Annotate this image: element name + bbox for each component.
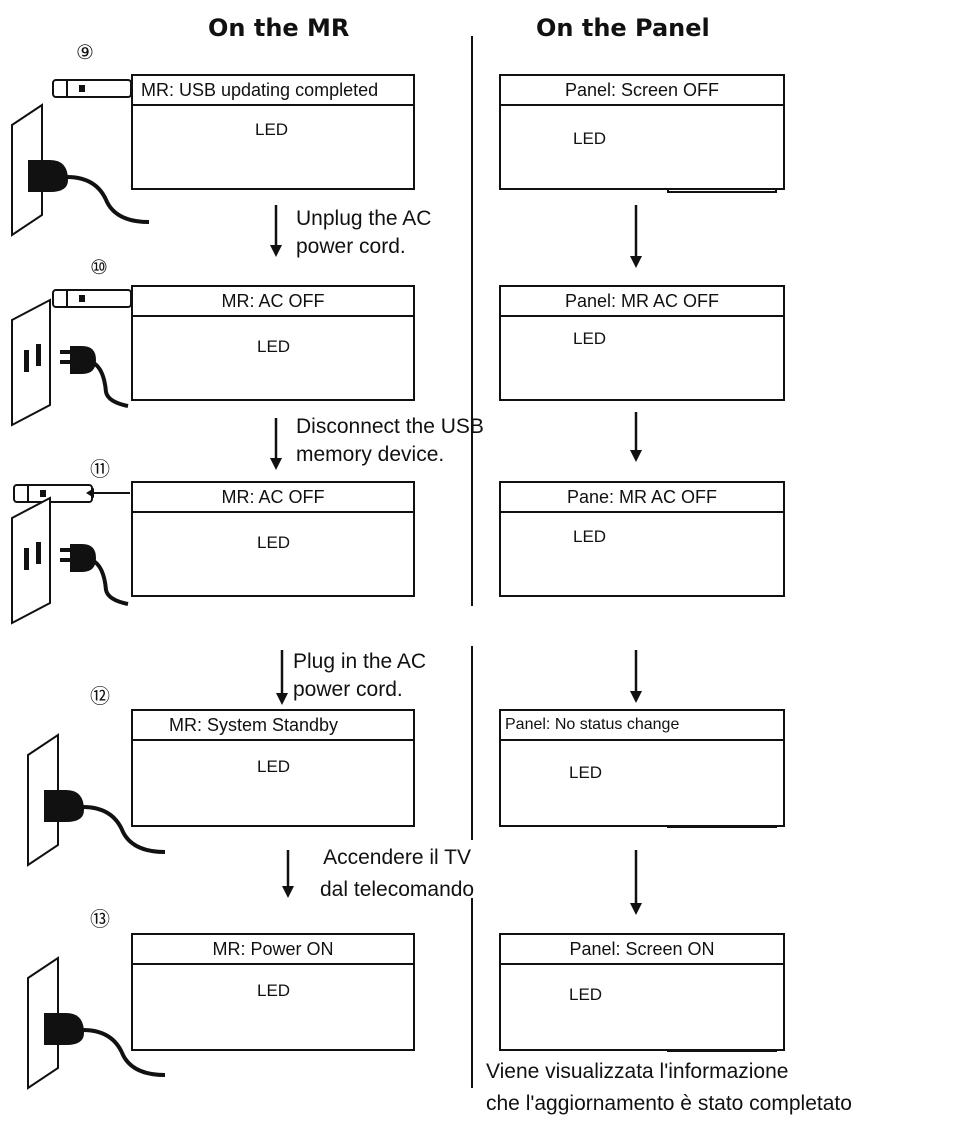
panel-status-box-11: Pane: MR AC OFF LED xyxy=(499,481,785,597)
power-plug-connected-icon xyxy=(27,956,166,1090)
panel-status-label: Pane: MR AC OFF xyxy=(501,483,783,513)
flow-arrow-mr xyxy=(270,205,282,257)
mr-status-label: MR: System Standby xyxy=(133,711,413,741)
step-number-13: ⑬ xyxy=(90,909,110,931)
power-plug-connected-icon xyxy=(11,103,150,237)
mr-status-label: MR: AC OFF xyxy=(133,483,413,513)
mr-status-box-10: MR: AC OFF LED xyxy=(131,285,415,401)
instruction-turn-on: Accendere il TV dal telecomando xyxy=(320,846,475,901)
power-plug-connected-icon xyxy=(27,733,166,867)
usb-memory-icon xyxy=(52,289,132,308)
panel-status-box-9: Panel: Screen OFF LED xyxy=(499,74,785,190)
step-number-12: ⑫ xyxy=(90,686,110,708)
mr-status-label: MR: Power ON xyxy=(133,935,413,965)
led-label: LED xyxy=(573,527,607,546)
panel-status-label: Panel: Screen ON xyxy=(501,935,783,965)
flow-arrow-mr xyxy=(282,850,294,898)
mr-status-label: MR: USB updating completed xyxy=(133,76,413,106)
mr-status-box-9: MR: USB updating completed LED xyxy=(131,74,415,190)
led-label: LED xyxy=(569,985,603,1004)
usb-memory-icon xyxy=(13,484,93,503)
step-number-10: ⑩ xyxy=(90,257,108,279)
step-number-9: ⑨ xyxy=(76,42,94,64)
flow-arrow-panel xyxy=(630,205,642,268)
panel-status-label: Panel: MR AC OFF xyxy=(501,287,783,317)
led-label: LED xyxy=(569,763,603,782)
led-label: LED xyxy=(573,329,607,348)
led-label: LED xyxy=(257,533,291,552)
flow-arrow-mr xyxy=(276,650,288,705)
mr-status-label: MR: AC OFF xyxy=(133,287,413,317)
led-label: LED xyxy=(573,129,607,148)
usb-memory-icon xyxy=(52,79,132,98)
led-label: LED xyxy=(255,120,289,139)
instruction-unplug: Unplug the AC power cord. xyxy=(296,207,432,258)
panel-status-box-13: Panel: Screen ON LED xyxy=(499,933,785,1051)
usb-removal-arrowhead xyxy=(86,488,94,498)
flow-arrow-panel xyxy=(630,412,642,462)
instruction-plug-in: Plug in the AC power cord. xyxy=(293,650,427,701)
step-number-11: ⑪ xyxy=(90,459,110,481)
panel-status-label: Panel: No status change xyxy=(501,711,783,741)
led-label: LED xyxy=(257,981,291,1000)
flow-arrow-panel xyxy=(630,650,642,703)
panel-status-box-12: Panel: No status change LED xyxy=(499,709,785,827)
mr-column-header: On the MR xyxy=(208,14,350,42)
flow-arrow-mr xyxy=(270,418,282,470)
panel-column-header: On the Panel xyxy=(536,14,710,42)
panel-status-label: Panel: Screen OFF xyxy=(501,76,783,106)
mr-status-box-11: MR: AC OFF LED xyxy=(131,481,415,597)
ac-outlet-unplugged-icon xyxy=(11,298,129,427)
ac-outlet-unplugged-icon xyxy=(11,496,129,625)
instruction-disconnect: Disconnect the USB memory device. xyxy=(296,415,484,466)
mr-status-box-13: MR: Power ON LED xyxy=(131,933,415,1051)
mr-status-box-12: MR: System Standby LED xyxy=(131,709,415,827)
led-label: LED xyxy=(257,757,291,776)
panel-status-box-10: Panel: MR AC OFF LED xyxy=(499,285,785,401)
completion-note: Viene visualizzata l'informazione che l'… xyxy=(486,1060,852,1115)
flow-arrow-panel xyxy=(630,850,642,915)
led-label: LED xyxy=(257,337,291,356)
